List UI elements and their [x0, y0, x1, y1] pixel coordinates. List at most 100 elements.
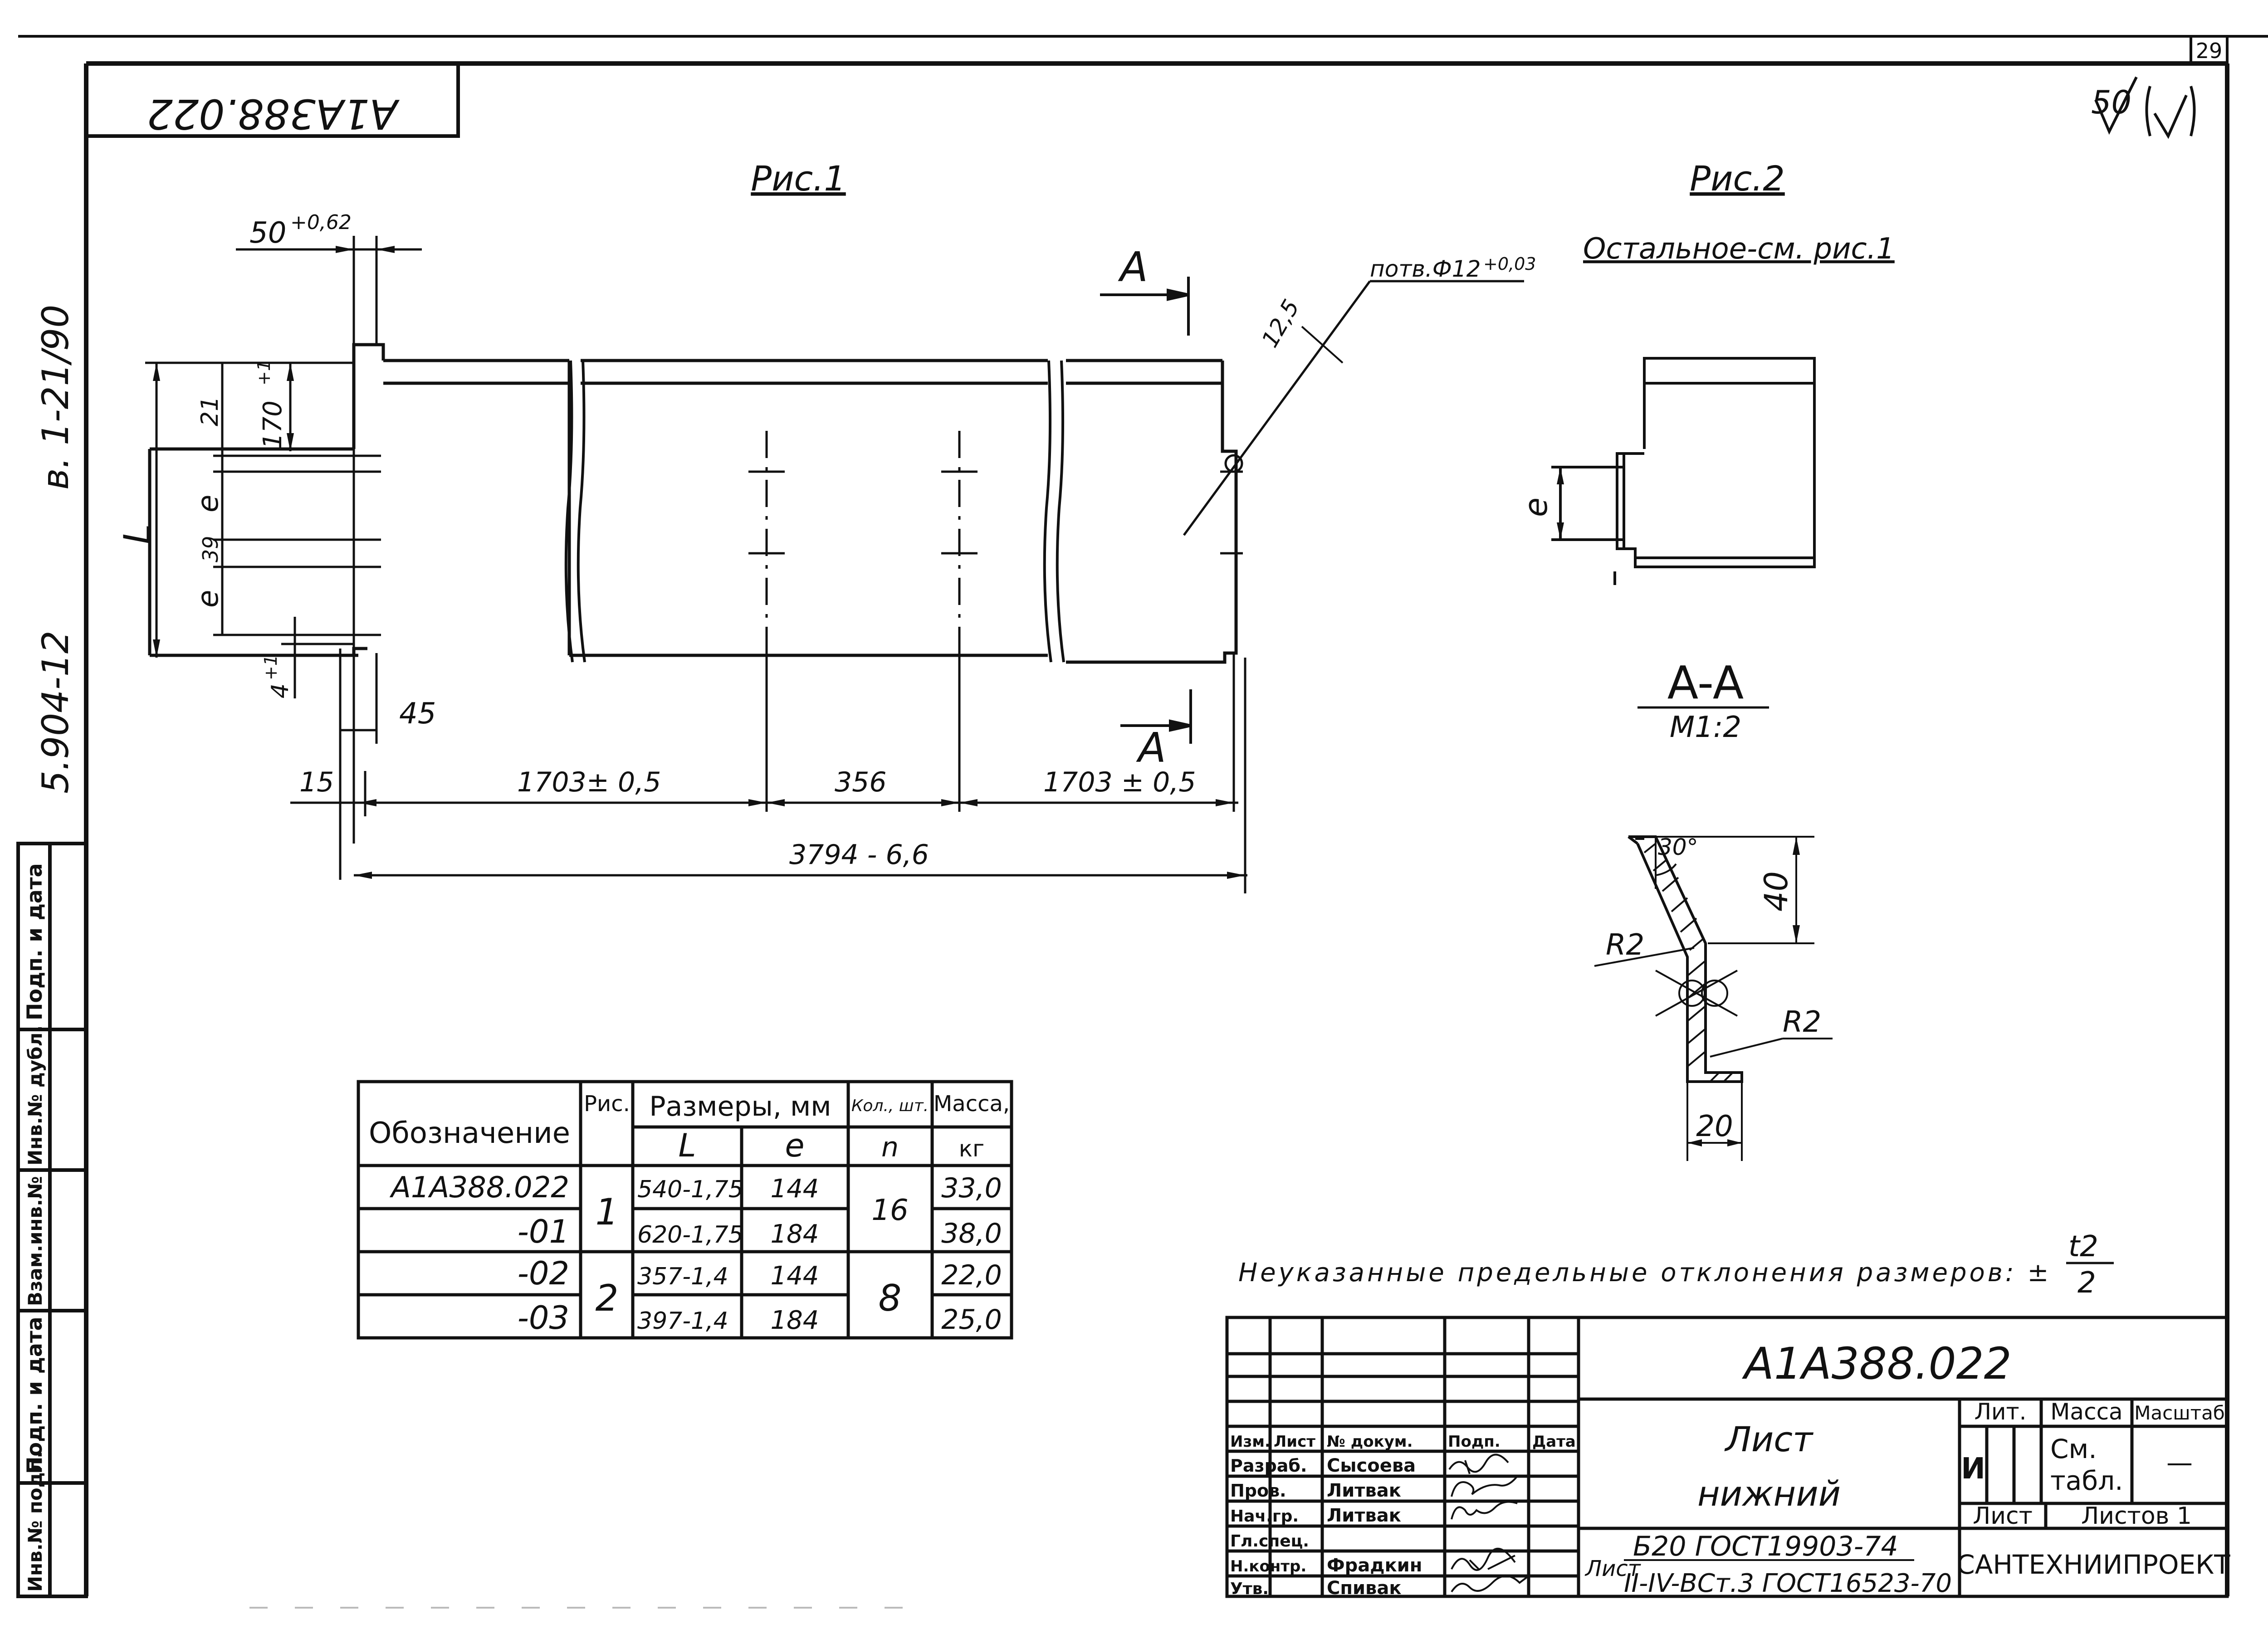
spec-table-grid: [357, 1080, 1013, 1340]
table-row: -02 357-1,4 144 22,0: [518, 1255, 1002, 1292]
tb-col-sign: Подп.: [1448, 1433, 1501, 1451]
stamp-label-5: Инв.№ подл.: [24, 1451, 46, 1592]
tb-role-3: Нач.гр.: [1230, 1507, 1299, 1526]
dim-1703b: 1703 ± 0,5: [1043, 766, 1196, 798]
table-row: -03 397-1,4 184 25,0: [518, 1299, 1002, 1336]
fig2-dim-e: e: [1517, 498, 1554, 517]
roughness-value: 50: [2091, 84, 2131, 121]
th-L: L: [679, 1127, 696, 1164]
tb-col-list: Лист: [1274, 1433, 1315, 1451]
dim-L: L: [116, 524, 158, 544]
roughness-symbol: [2094, 76, 2196, 139]
tb-material-prefix: Лист: [1584, 1556, 1642, 1581]
row3-mass: 25,0: [941, 1304, 1002, 1336]
side-note-1: в. 1-21/90: [34, 305, 77, 490]
tb-name-row-1: Сысоева: [1327, 1455, 1416, 1476]
row1-e: 184: [771, 1219, 819, 1249]
row0-e: 144: [771, 1174, 819, 1204]
hole-leader: [1183, 280, 1371, 536]
tb-name-1: Лист: [1724, 1419, 1814, 1459]
dim-170: 170: [258, 400, 288, 449]
section-profile: [1594, 835, 1833, 1161]
row0-designation: A1A388.022: [389, 1171, 569, 1205]
fig1-break-lines: [564, 360, 1065, 663]
tb-role-6: Утв.: [1230, 1580, 1269, 1598]
section-r2b: R2: [1783, 1005, 1821, 1039]
section-letter-bottom: A: [1136, 724, 1166, 772]
fig2-title: Рис.2: [1690, 158, 1785, 199]
section-scale: M1:2: [1670, 711, 1741, 744]
page-number: 29: [2196, 39, 2223, 63]
dim-e1: e: [191, 495, 225, 512]
title-block-grid: [1225, 1316, 2229, 1598]
row2-mass: 22,0: [941, 1259, 1002, 1291]
fig1-dim-arrows: [153, 246, 1245, 879]
tb-mass-value-1: См.: [2050, 1434, 2097, 1464]
fig2-arrow-up: [1557, 467, 1564, 484]
table-row: -01 620-1,75 184 38,0: [518, 1213, 1002, 1250]
qty-group-2: 8: [879, 1277, 902, 1319]
th-qty: Кол., шт.: [851, 1097, 929, 1115]
tolerance-frac-top: t2: [2068, 1230, 2098, 1263]
doc-code-rotated: A1A388.022: [147, 90, 400, 137]
section-r2a: R2: [1606, 928, 1644, 962]
dim-170-tol: +1: [254, 360, 274, 385]
row0-L: 540-1,75: [637, 1176, 743, 1203]
tb-role-4: Гл.спец.: [1230, 1532, 1309, 1551]
tb-col-date: Дата: [1532, 1433, 1576, 1451]
row1-designation: -01: [518, 1213, 569, 1250]
th-kg: кг: [959, 1136, 984, 1162]
tb-scale-label: Масштаб: [2134, 1402, 2225, 1424]
tb-name-row-2: Литвак: [1327, 1480, 1401, 1501]
row3-e: 184: [771, 1306, 819, 1335]
tb-role-2: Пров.: [1230, 1481, 1286, 1501]
table-row: A1A388.022 540-1,75 144 33,0: [389, 1171, 1002, 1205]
tb-role-5: Н.контр.: [1230, 1557, 1306, 1575]
tb-code: A1A388.022: [1741, 1338, 2011, 1389]
row2-L: 357-1,4: [637, 1263, 728, 1290]
fig1-hole: [1224, 454, 1243, 473]
fig-group-2: 2: [596, 1277, 619, 1319]
tb-sheets-label: Листов 1: [2081, 1502, 2192, 1530]
tb-sheet-label: Лист: [1973, 1502, 2033, 1530]
row3-designation: -03: [518, 1299, 569, 1336]
tb-name-row-3: Литвак: [1327, 1505, 1401, 1526]
section-letter-top: A: [1118, 244, 1148, 291]
stamp-label-1: Подп. и дата: [22, 863, 47, 1020]
section-arrows: [1687, 837, 1800, 1146]
qty-group-1: 16: [871, 1194, 908, 1227]
tb-col-izm: Изм.: [1230, 1433, 1271, 1451]
section-angle: 30°: [1658, 834, 1698, 860]
signature-marks: [1448, 1454, 1530, 1593]
stamp-label-2: Инв.№ дубл.: [24, 1025, 46, 1166]
th-n: n: [881, 1132, 899, 1163]
tb-name-2: нижний: [1697, 1473, 1841, 1514]
dim-12-5-line: [1301, 326, 1344, 364]
tb-mass-value-2: табл.: [2050, 1465, 2123, 1496]
th-designation: Обозначение: [369, 1117, 570, 1150]
tb-lit-value: И: [1961, 1452, 1985, 1486]
tb-lit-label: Лит.: [1974, 1399, 2026, 1425]
dim-21: 21: [196, 396, 224, 426]
tb-scale-value: —: [2166, 1447, 2193, 1478]
th-mass: Масса,: [934, 1091, 1010, 1117]
side-note-2: 5.904-12: [34, 630, 77, 794]
tb-name-row-5: Фрадкин: [1327, 1555, 1422, 1576]
dim-4: 4: [267, 683, 294, 698]
th-fig: Рис.: [584, 1091, 630, 1117]
row1-mass: 38,0: [941, 1218, 1002, 1249]
hole-tol: +0,03: [1483, 254, 1536, 274]
stamp-label-4: Подп. и дата: [22, 1317, 47, 1474]
stamp-label-3: Взам.инв.№: [24, 1176, 46, 1306]
tb-material-2: II-IV-ВСт.3 ГОСТ16523-70: [1624, 1569, 1952, 1598]
row3-L: 397-1,4: [637, 1307, 728, 1335]
dim-1703a: 1703± 0,5: [517, 766, 661, 798]
dim-e2: e: [191, 590, 225, 608]
section-title: A-A: [1667, 656, 1744, 709]
dim-356: 356: [835, 766, 887, 798]
th-e: e: [785, 1127, 804, 1164]
row0-mass: 33,0: [941, 1172, 1002, 1204]
fig2-subtitle: Остальное-см. рис.1: [1583, 232, 1895, 266]
th-sizes: Размеры, мм: [649, 1091, 831, 1122]
